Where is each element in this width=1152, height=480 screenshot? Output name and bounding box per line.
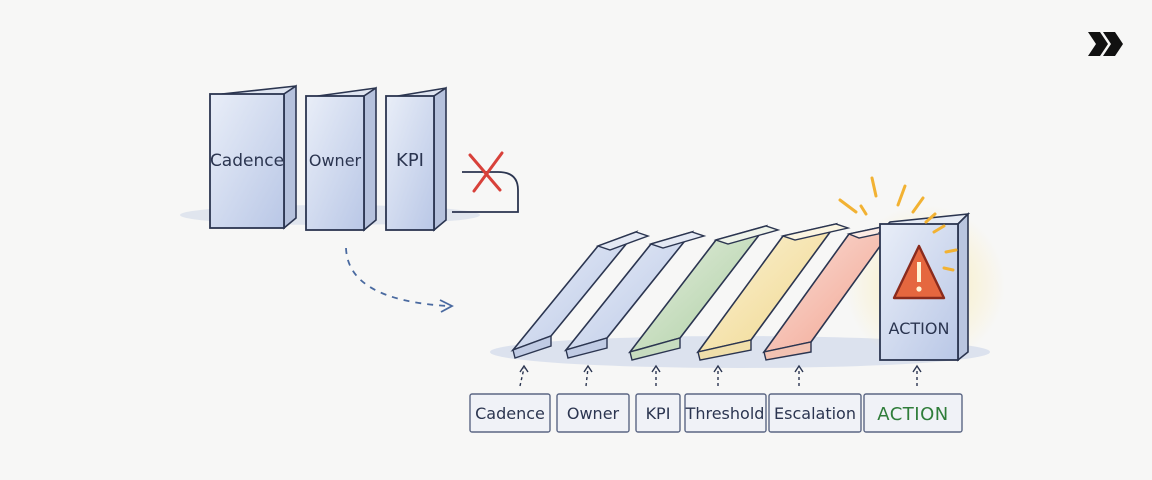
caption-label: Escalation — [774, 404, 856, 423]
caption-label: Owner — [567, 404, 620, 423]
pointer-arrow — [714, 366, 722, 386]
next-chevrons-icon[interactable] — [1088, 32, 1123, 56]
caption-cadence: Cadence — [470, 394, 550, 432]
caption-label: KPI — [646, 404, 671, 423]
pointer-arrow — [913, 366, 921, 386]
caption-label: ACTION — [877, 404, 949, 425]
caption-label: Threshold — [685, 404, 765, 423]
domino-owner: Owner — [306, 88, 376, 230]
caption-action: ACTION — [864, 394, 962, 432]
caption-label: Cadence — [475, 404, 545, 423]
caption-owner: Owner — [557, 394, 629, 432]
caption-escalation: Escalation — [769, 394, 861, 432]
caption-kpi: KPI — [636, 394, 680, 432]
pointer-arrow — [584, 366, 592, 386]
domino-label: KPI — [396, 150, 424, 171]
domino-cadence: Cadence — [210, 86, 296, 228]
domino-label: Cadence — [210, 151, 284, 171]
after-group: ACTION Cadence — [470, 178, 1005, 432]
caption-row: Cadence Owner KPI Threshold Escalation A… — [470, 394, 962, 432]
action-domino: ACTION — [880, 214, 968, 360]
domino-kpi: KPI — [386, 88, 446, 230]
curved-dashed-arrow-icon — [346, 248, 452, 312]
pointer-arrow — [652, 366, 660, 386]
pointer-arrows — [520, 366, 921, 386]
action-domino-label: ACTION — [889, 319, 950, 338]
pointer-arrow — [520, 366, 528, 386]
pointer-arrow — [795, 366, 803, 386]
caption-threshold: Threshold — [685, 394, 766, 432]
domino-label: Owner — [309, 151, 362, 170]
before-group: Cadence Owner KPI — [180, 86, 518, 230]
